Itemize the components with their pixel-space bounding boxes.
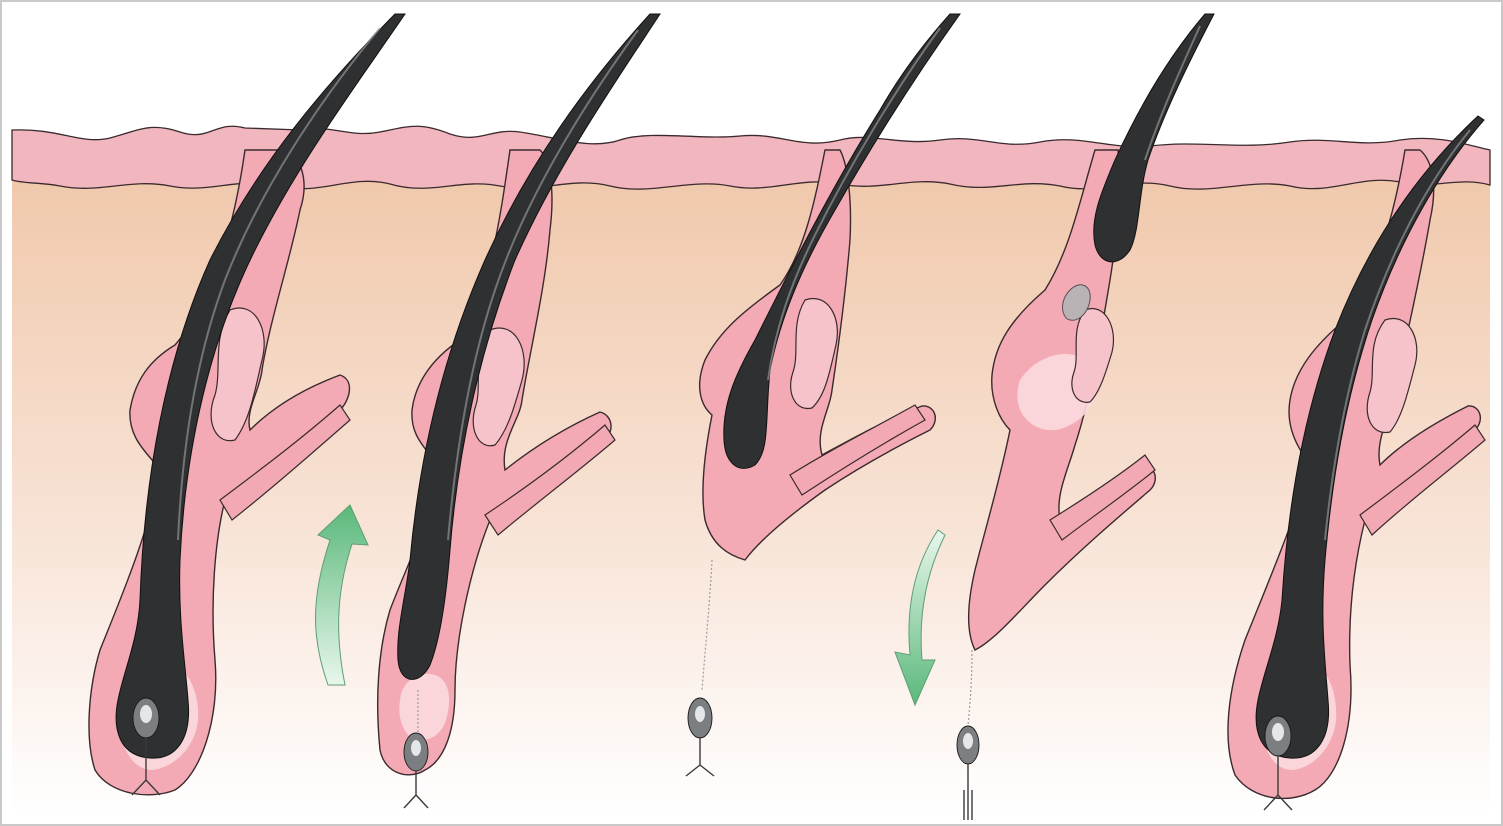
epidermis-layer — [12, 126, 1490, 189]
